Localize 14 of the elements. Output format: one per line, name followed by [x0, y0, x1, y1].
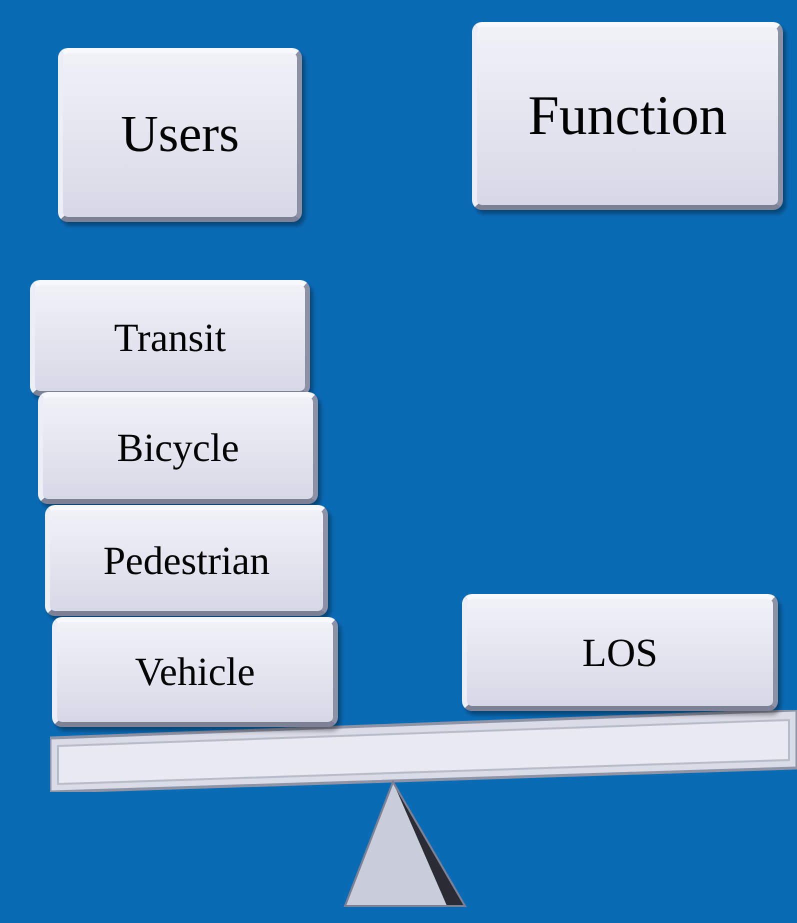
label-box	[58, 48, 302, 222]
label-box	[45, 505, 328, 616]
label-box	[38, 392, 318, 504]
label-box	[52, 617, 338, 727]
box-label: Users	[120, 109, 240, 161]
box-label: Bicycle	[116, 428, 240, 468]
label-box	[472, 22, 783, 210]
box-label: Transit	[114, 318, 226, 358]
label-box	[30, 280, 310, 396]
box-label: Function	[528, 88, 728, 144]
box-label: LOS	[582, 632, 658, 672]
box-label: Pedestrian	[103, 540, 270, 580]
label-box	[462, 594, 778, 711]
box-label: Vehicle	[135, 652, 255, 692]
